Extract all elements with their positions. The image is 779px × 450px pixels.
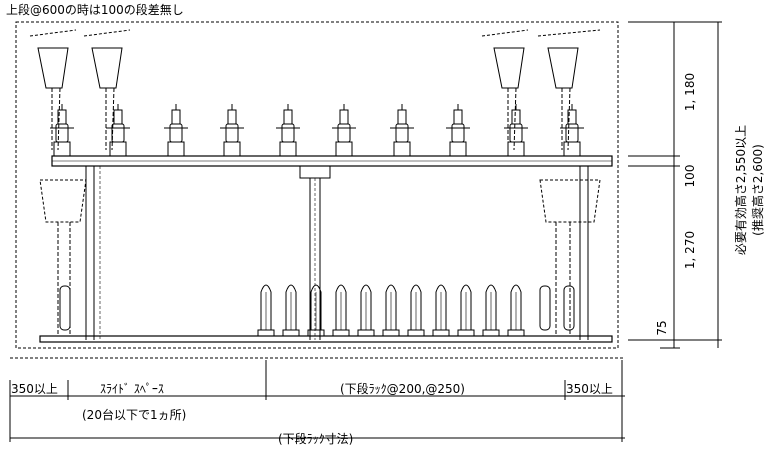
upper-holder [106, 104, 130, 157]
lower-holder [357, 284, 375, 337]
lower-rack-size-label: (下段ﾗｯｸ寸法) [278, 431, 353, 446]
top-note: 上段@600の時は100の段差無し [6, 2, 184, 17]
upper-holder [220, 104, 244, 157]
vertical-dimension-lines [628, 21, 722, 349]
dim-base-height: 75 [655, 320, 669, 335]
left-clearance-label: 350以上 [11, 382, 58, 396]
required-height-label: 必要有効高さ2,550以上 [733, 125, 748, 255]
lower-holder [382, 284, 400, 337]
dim-step-gap: 100 [683, 165, 697, 188]
recommended-height-label: (推奨高さ2,600) [750, 144, 765, 236]
horizontal-dimension-lines [9, 357, 625, 442]
slide-space-label: ｽﾗｲﾄﾞ ｽﾍﾟｰｽ [100, 382, 164, 396]
dim-upper-height: 1, 180 [683, 73, 697, 111]
lower-holder [482, 284, 500, 337]
lower-holder [332, 284, 350, 337]
slide-space-note: (20台以下で1ヵ所) [82, 407, 186, 422]
rack-outline [15, 21, 619, 349]
lower-holder [307, 284, 325, 337]
upper-rack-rail [51, 155, 613, 167]
center-post [299, 165, 331, 340]
parked-bicycles-left [29, 29, 131, 335]
lower-holder [407, 284, 425, 337]
upper-holder [446, 104, 470, 157]
lower-holder [457, 284, 475, 337]
lower-holder [432, 284, 450, 337]
lower-bicycle-holders [257, 284, 525, 337]
lower-holder [257, 284, 275, 337]
upper-holder [390, 104, 414, 157]
base-rail [39, 335, 613, 343]
dim-lower-height: 1, 270 [683, 231, 697, 269]
upper-holder [164, 104, 188, 157]
parked-bicycles-right [481, 29, 601, 335]
lower-holder [507, 284, 525, 337]
upper-holder [560, 104, 584, 157]
right-clearance-label: 350以上 [566, 382, 613, 396]
upper-holder [50, 104, 74, 157]
upper-holder [276, 104, 300, 157]
lower-holder [282, 284, 300, 337]
lower-rack-pitch-label: (下段ﾗｯｸ@200,@250) [340, 381, 465, 396]
side-posts [85, 166, 589, 340]
upper-bicycle-holders [50, 104, 584, 157]
upper-holder [332, 104, 356, 157]
